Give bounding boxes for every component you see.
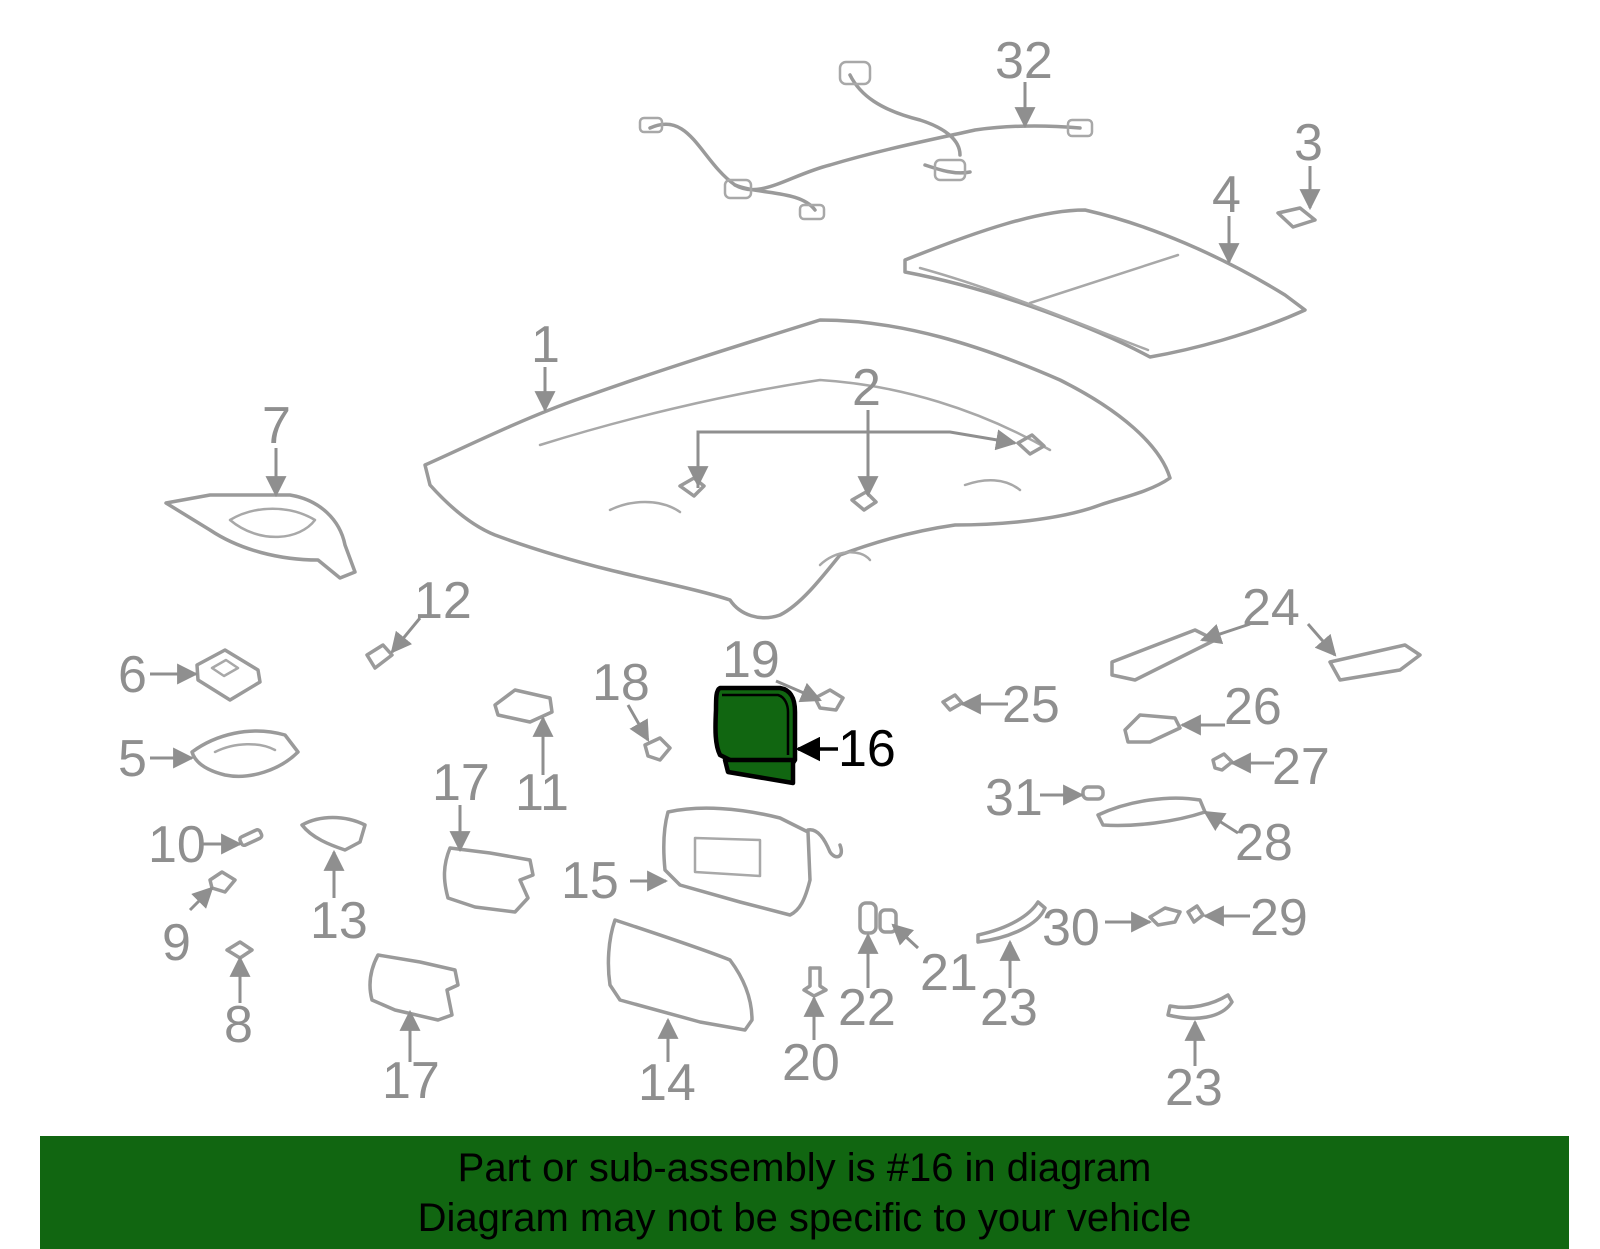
label-part-14: 14 <box>638 1054 696 1112</box>
label-part-23-b: 23 <box>1165 1059 1223 1117</box>
part-10-screw <box>238 828 264 848</box>
clip-2b <box>850 490 878 512</box>
part-29-clip <box>1186 904 1205 924</box>
label-part-13: 13 <box>310 892 368 950</box>
label-part-29: 29 <box>1250 889 1308 947</box>
part-6-lamp <box>195 648 262 702</box>
wiring-harness <box>638 60 1094 221</box>
label-part-16: 16 <box>838 720 896 778</box>
part-3-clip <box>1276 206 1317 229</box>
label-part-4: 4 <box>1212 166 1241 224</box>
part-24-trim <box>1110 628 1422 682</box>
part-23-handle-b <box>1166 993 1234 1021</box>
label-part-6: 6 <box>118 646 147 704</box>
part-27-clip <box>1211 752 1234 772</box>
label-part-20: 20 <box>782 1034 840 1092</box>
label-part-15: 15 <box>561 852 619 910</box>
part-30-clip <box>1148 906 1182 927</box>
part-15-sun-visor <box>662 806 843 917</box>
part-12-clip <box>365 643 394 670</box>
label-part-5: 5 <box>118 730 147 788</box>
part-31-clip <box>1081 785 1105 801</box>
label-part-26: 26 <box>1224 678 1282 736</box>
part-8-cap <box>225 940 254 960</box>
label-part-12: 12 <box>414 572 472 630</box>
headliner <box>423 318 1172 620</box>
part-labels: 32 3 4 1 2 7 12 6 5 11 18 19 16 25 24 26… <box>118 32 1330 1117</box>
parts-diagram: 32 3 4 1 2 7 12 6 5 11 18 19 16 25 24 26… <box>118 32 1422 1117</box>
part-17-lower <box>368 953 460 1022</box>
label-part-9: 9 <box>162 914 191 972</box>
caption-banner: Part or sub-assembly is #16 in diagram D… <box>40 1136 1569 1249</box>
label-part-23-a: 23 <box>980 979 1038 1037</box>
part-14-visor <box>606 918 754 1032</box>
label-part-19: 19 <box>722 631 780 689</box>
part-17-upper <box>442 846 535 914</box>
label-part-17-lower: 17 <box>382 1052 440 1110</box>
label-part-7: 7 <box>262 397 291 455</box>
leader-lines <box>150 82 1337 1066</box>
label-part-8: 8 <box>224 996 253 1054</box>
label-part-18: 18 <box>592 654 650 712</box>
part-25-clip <box>941 693 964 712</box>
part-11-lamp <box>493 688 554 724</box>
part-7-bracket <box>164 493 357 580</box>
label-part-22: 22 <box>838 979 896 1037</box>
label-part-32: 32 <box>995 32 1053 90</box>
label-part-21: 21 <box>920 944 978 1002</box>
label-part-10: 10 <box>148 816 206 874</box>
part-28-console <box>1096 796 1207 828</box>
caption-line-2: Diagram may not be specific to your vehi… <box>417 1196 1192 1240</box>
label-part-25: 25 <box>1002 676 1060 734</box>
label-part-17-upper: 17 <box>432 754 490 812</box>
part-22-clip <box>858 901 878 935</box>
label-part-28: 28 <box>1235 814 1293 872</box>
label-part-11: 11 <box>515 764 569 822</box>
part-5-console <box>190 729 300 779</box>
part-23-handle-a <box>976 900 1047 944</box>
label-part-2: 2 <box>852 359 881 417</box>
part-9-cap <box>208 870 237 894</box>
label-part-30: 30 <box>1042 899 1100 957</box>
sunroof-panel <box>903 208 1307 359</box>
part-26-lamp <box>1123 713 1182 744</box>
part-16-highlighted <box>713 685 798 786</box>
clip-2c <box>1016 433 1046 456</box>
label-part-1: 1 <box>531 316 560 374</box>
part-21-clip <box>878 908 898 934</box>
label-part-3: 3 <box>1294 114 1323 172</box>
caption-line-1: Part or sub-assembly is #16 in diagram <box>457 1146 1152 1190</box>
part-19-clip <box>813 688 845 712</box>
part-13-cover <box>300 815 367 852</box>
part-20-bolt <box>802 966 828 998</box>
label-part-27: 27 <box>1272 738 1330 796</box>
clip-2a <box>678 476 706 498</box>
label-part-31: 31 <box>985 769 1043 827</box>
part-18-clip <box>643 736 672 762</box>
label-part-24: 24 <box>1242 579 1300 637</box>
